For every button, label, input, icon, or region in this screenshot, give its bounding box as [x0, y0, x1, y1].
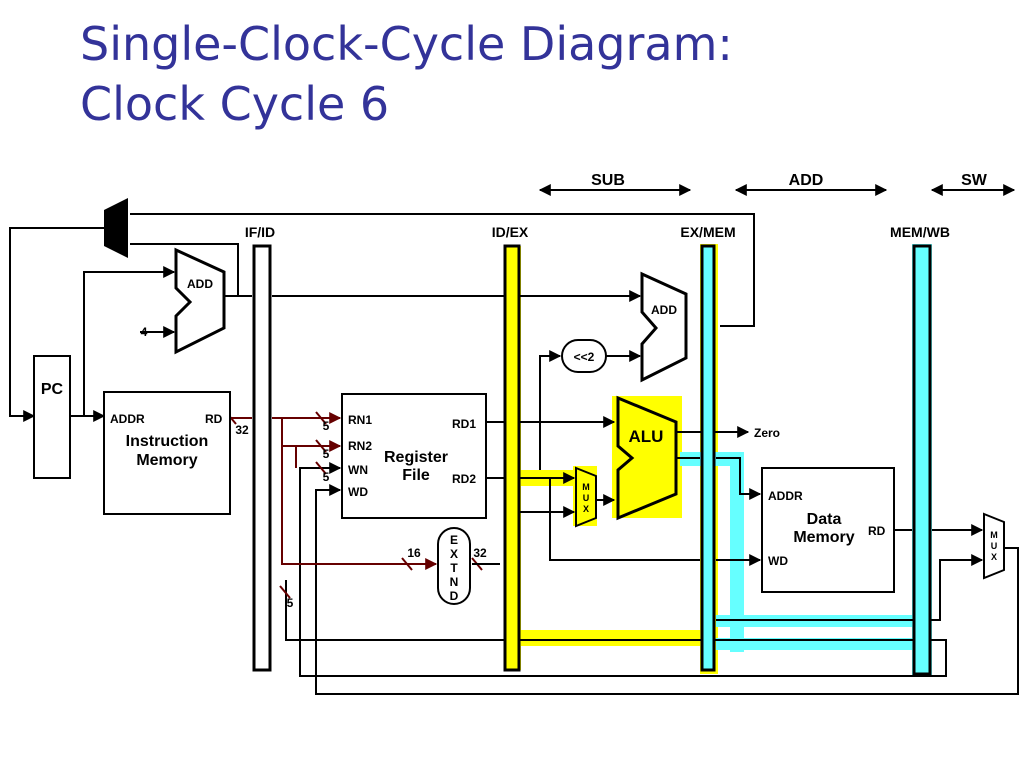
wn-label: WN: [348, 463, 368, 477]
dm-title-line1: Data: [807, 511, 842, 528]
extnd-letter-n: N: [450, 575, 459, 589]
mem-wb-label: MEM/WB: [890, 224, 950, 240]
im-title-line1: Instruction: [126, 433, 209, 450]
stage-label-add: ADD: [789, 172, 824, 189]
alu: [616, 395, 678, 521]
rn1-label: RN1: [348, 413, 372, 427]
extnd-letter-d: D: [450, 589, 459, 603]
shift-left-unit: [561, 339, 607, 373]
rf-title-line1: Register: [384, 449, 448, 466]
alu-mux-letter-u: U: [583, 493, 590, 503]
wb-mux-letter-u: U: [991, 541, 998, 551]
extnd-letter-x: X: [450, 547, 458, 561]
title-line-2: Clock Cycle 6: [80, 77, 390, 131]
ex-mem-label: EX/MEM: [680, 224, 735, 240]
dm-addr-label: ADDR: [768, 489, 803, 503]
bus-width-5-rn2: 5: [323, 447, 330, 461]
stage-markers: SUB ADD SW: [538, 172, 1016, 196]
wires: [9, 213, 1019, 695]
alu-label: ALU: [629, 427, 664, 446]
instruction-memory: [103, 391, 231, 515]
im-title-line2: Memory: [136, 452, 197, 469]
stage-label-sw: SW: [961, 172, 988, 189]
wb-mux-letter-x: X: [991, 552, 997, 562]
im-addr-label: ADDR: [110, 412, 145, 426]
pc-source-mux: [104, 198, 128, 258]
const-four-label: 4: [141, 325, 148, 339]
rd2-label: RD2: [452, 472, 476, 486]
zero-label: Zero: [754, 426, 780, 440]
extnd-letter-e: E: [450, 533, 458, 547]
data-memory: [761, 467, 895, 593]
extnd-letter-t: T: [450, 561, 458, 575]
sign-extend-unit: [437, 527, 471, 605]
mem-wb-register: [912, 244, 932, 676]
ex-mem-register: [700, 244, 716, 672]
title-line-1: Single-Clock-Cycle Diagram:: [80, 17, 733, 71]
dm-wd-label: WD: [768, 554, 788, 568]
writeback-mux: [983, 512, 1005, 580]
alu-mux-letter-x: X: [583, 504, 589, 514]
bus-width-5-dest: 5: [287, 596, 294, 610]
slide-title: Single-Clock-Cycle Diagram: Clock Cycle …: [80, 14, 733, 134]
bus-width-5-rn1: 5: [323, 419, 330, 433]
rd1-label: RD1: [452, 417, 476, 431]
pc-adder-label: ADD: [187, 277, 213, 291]
wb-mux-letter-m: M: [990, 530, 998, 540]
pc-adder: [174, 247, 226, 355]
im-rd-label: RD: [205, 412, 223, 426]
shift-left-label: <<2: [574, 350, 595, 364]
id-ex-register: [503, 244, 521, 672]
if-id-label: IF/ID: [245, 224, 275, 240]
rf-title-line2: File: [402, 467, 430, 484]
alu-src-mux: [575, 466, 597, 528]
alu-mux-letter-m: M: [582, 482, 590, 492]
bus-width-16-label: 16: [407, 546, 421, 560]
stage-label-sub: SUB: [591, 172, 625, 189]
if-id-register: [252, 244, 272, 672]
rn2-label: RN2: [348, 439, 372, 453]
wd-label: WD: [348, 485, 368, 499]
id-ex-label: ID/EX: [492, 224, 529, 240]
bus-width-5-wn: 5: [323, 470, 330, 484]
branch-adder-label: ADD: [651, 303, 677, 317]
branch-adder: [640, 271, 688, 383]
pc-block: [33, 355, 71, 479]
pc-label: PC: [41, 381, 64, 398]
bus-width-32-ext-label: 32: [473, 546, 487, 560]
register-file: [341, 393, 487, 519]
dm-rd-label: RD: [868, 524, 886, 538]
bus-width-32-label: 32: [235, 423, 249, 437]
dm-title-line2: Memory: [793, 529, 854, 546]
